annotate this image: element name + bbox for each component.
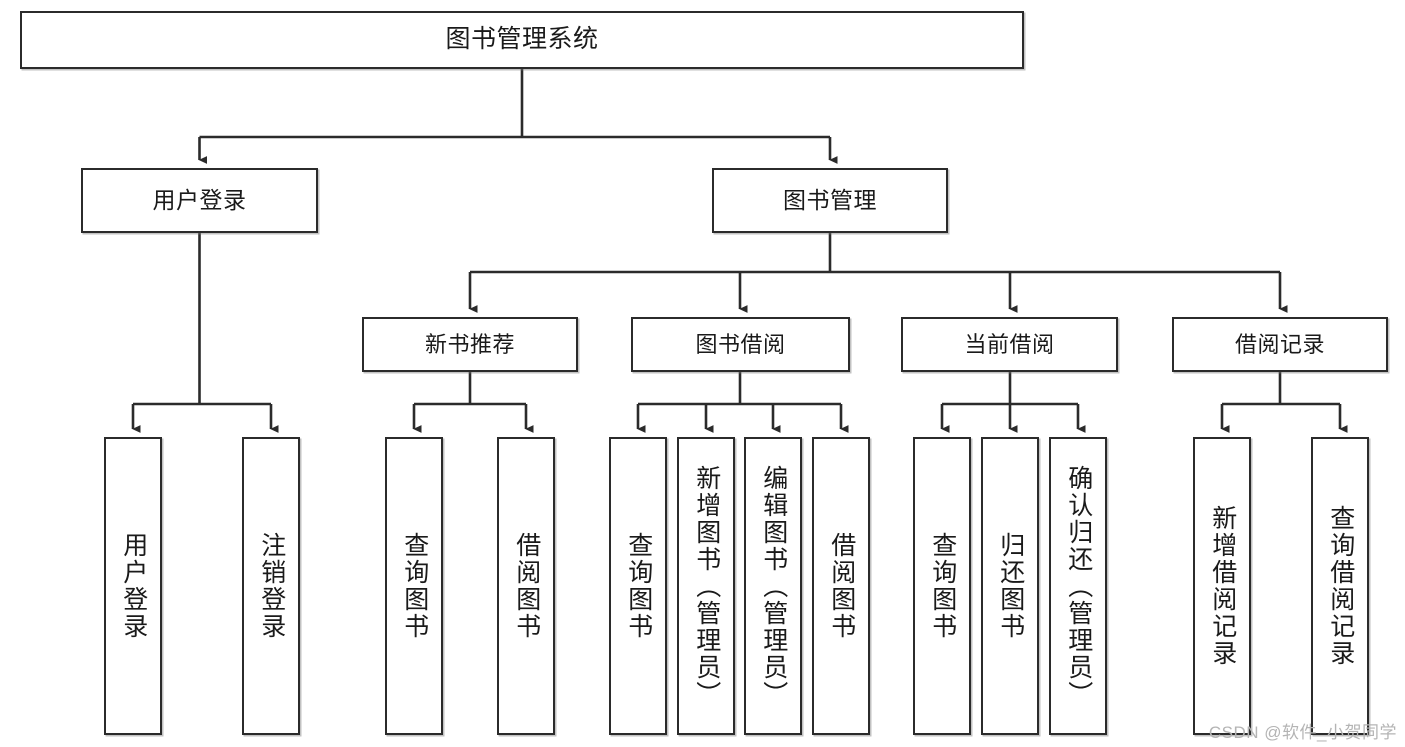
node-label: 图书管理: [783, 186, 877, 213]
node-book-borrow[interactable]: 图书借阅: [631, 317, 850, 372]
node-label: 借阅记录: [1234, 331, 1325, 357]
leaf-book-borrow-borrow-book[interactable]: 借阅图书: [812, 437, 870, 735]
leaf-label: 注销登录: [257, 532, 286, 640]
leaf-book-borrow-query-book[interactable]: 查询图书: [609, 437, 667, 735]
leaf-label: 新增图书（管理员）: [692, 464, 721, 708]
leaf-label: 新增借阅记录: [1208, 505, 1237, 667]
leaf-book-borrow-edit-book-admin[interactable]: 编辑图书（管理员）: [744, 437, 802, 735]
node-label: 图书管理系统: [445, 25, 599, 54]
leaf-label: 归还图书: [996, 532, 1025, 640]
node-borrow-record[interactable]: 借阅记录: [1172, 317, 1388, 372]
leaf-new-book-borrow-book[interactable]: 借阅图书: [497, 437, 555, 735]
node-label: 用户登录: [152, 186, 247, 213]
node-book-management[interactable]: 图书管理: [712, 168, 948, 233]
leaf-label: 查询借阅记录: [1326, 505, 1355, 667]
node-user-login[interactable]: 用户登录: [81, 168, 318, 233]
leaf-current-borrow-query-book[interactable]: 查询图书: [913, 437, 971, 735]
leaf-label: 确认归还（管理员）: [1064, 464, 1093, 708]
leaf-label: 借阅图书: [827, 532, 856, 640]
leaf-label: 查询图书: [928, 532, 957, 640]
leaf-label: 用户登录: [119, 532, 148, 640]
leaf-borrow-record-query-record[interactable]: 查询借阅记录: [1311, 437, 1369, 735]
leaf-label: 编辑图书（管理员）: [759, 464, 788, 708]
leaf-user-login-logout[interactable]: 注销登录: [242, 437, 300, 735]
leaf-label: 查询图书: [624, 532, 653, 640]
node-current-borrow[interactable]: 当前借阅: [901, 317, 1118, 372]
leaf-label: 查询图书: [400, 532, 429, 640]
leaf-current-borrow-confirm-return-admin[interactable]: 确认归还（管理员）: [1049, 437, 1107, 735]
leaf-label: 借阅图书: [512, 532, 541, 640]
leaf-borrow-record-add-record[interactable]: 新增借阅记录: [1193, 437, 1251, 735]
leaf-book-borrow-add-book-admin[interactable]: 新增图书（管理员）: [677, 437, 735, 735]
leaf-user-login-login[interactable]: 用户登录: [104, 437, 162, 735]
node-root-book-management-system[interactable]: 图书管理系统: [20, 11, 1024, 69]
node-label: 当前借阅: [964, 331, 1055, 357]
node-label: 图书借阅: [695, 331, 786, 357]
csdn-watermark: CSDN @软件_小贺同学: [1208, 723, 1397, 742]
node-label: 新书推荐: [424, 331, 515, 357]
leaf-current-borrow-return-book[interactable]: 归还图书: [981, 437, 1039, 735]
node-new-book-recommend[interactable]: 新书推荐: [362, 317, 578, 372]
leaf-new-book-query-book[interactable]: 查询图书: [385, 437, 443, 735]
